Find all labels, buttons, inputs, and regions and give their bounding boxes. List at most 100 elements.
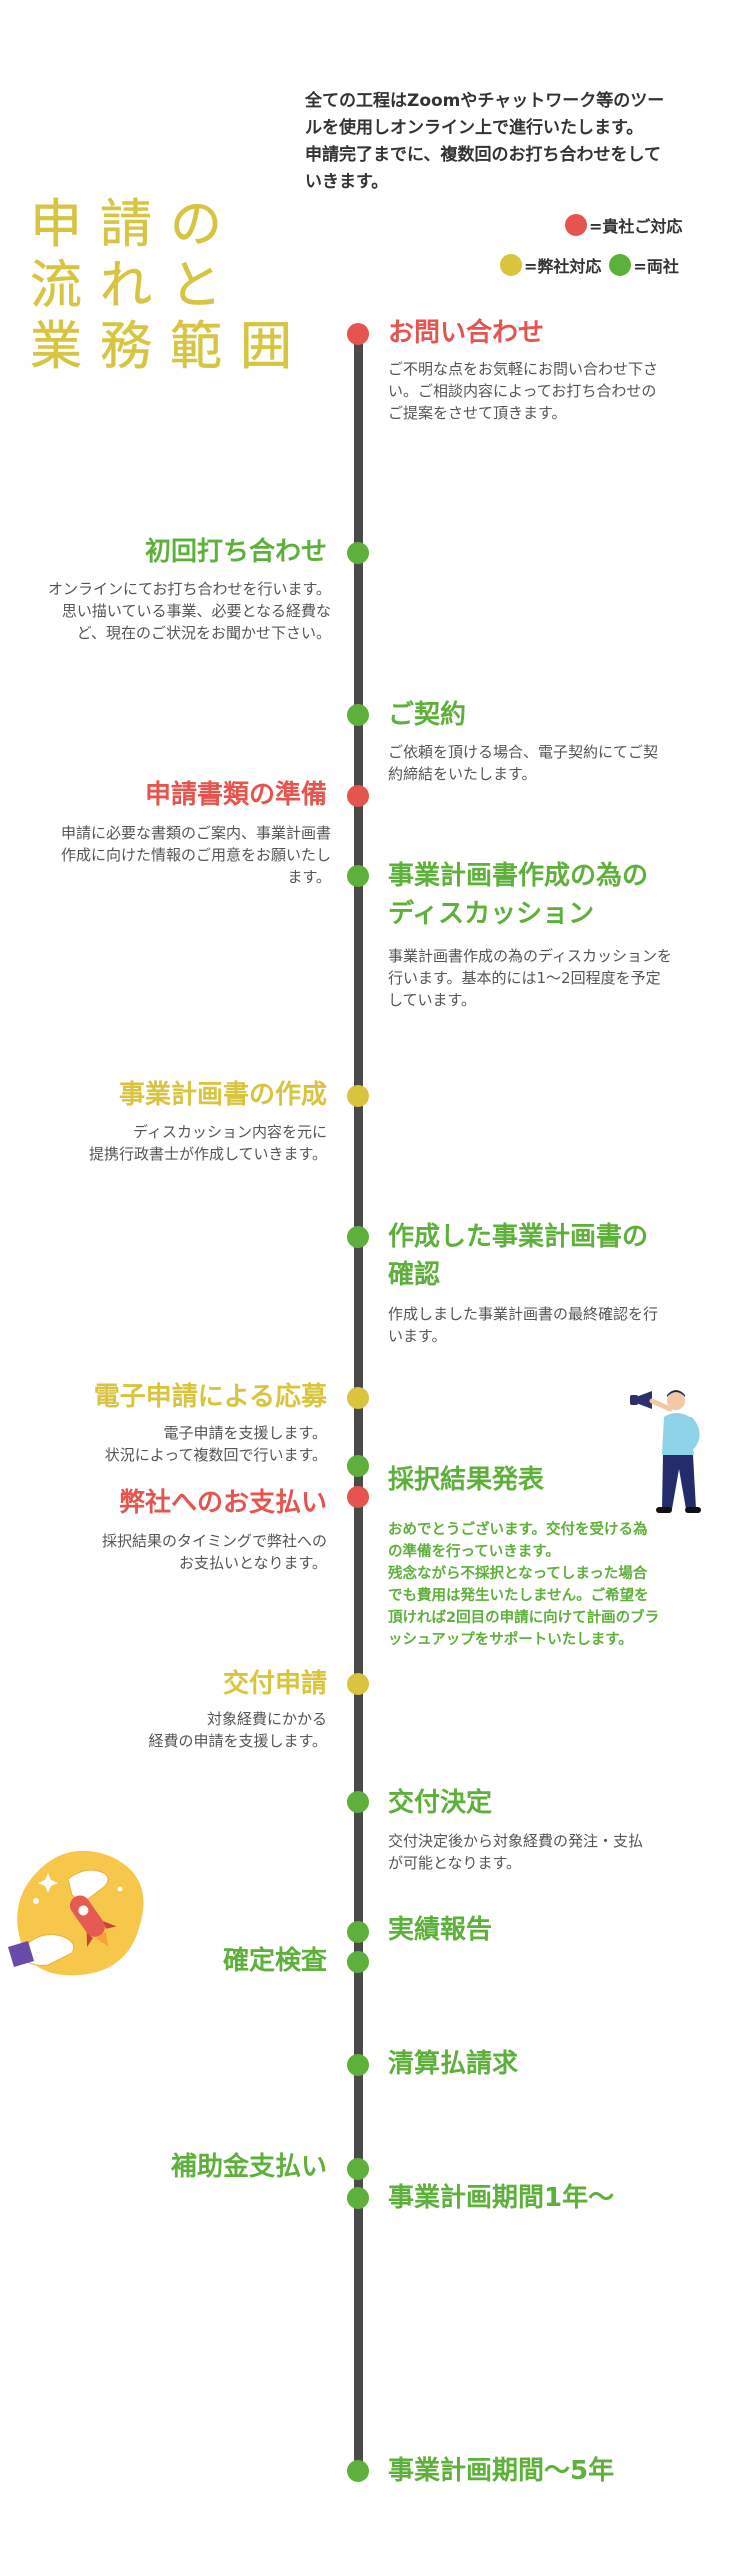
body-line: 事業計画書作成の為のディスカッションを	[388, 947, 672, 965]
step-payment-title: 弊社へのお支払い	[118, 1488, 327, 1518]
body-line: ます。	[287, 868, 331, 886]
timeline-dot-both	[347, 1921, 369, 1943]
timeline-dot-both	[347, 1455, 369, 1477]
step-grant-decision-title: 交付決定	[388, 1788, 493, 1818]
timeline-dot-both	[347, 704, 369, 726]
intro-line: ルを使用しオンライン上で進行いたします。	[305, 118, 644, 138]
legend-client: =貴社ご対応	[565, 213, 682, 237]
step-subsidy-payment-title: 補助金支払い	[170, 2152, 327, 2182]
intro-line: 全ての工程はZoomやチャットワーク等のツー	[305, 91, 665, 111]
step-grant-application-title: 交付申請	[222, 1669, 327, 1699]
title-line: ディスカッション	[388, 899, 595, 929]
timeline-dot-both	[347, 1226, 369, 1248]
timeline-dot-ours	[347, 1085, 369, 1107]
body-line: 対象経費にかかる	[206, 1710, 327, 1728]
timeline-dot-both	[347, 2460, 369, 2482]
body-line: オンラインにてお打ち合わせを行います。	[47, 580, 331, 598]
body-line: 採択結果のタイミングで弊社への	[101, 1532, 327, 1550]
step-plan-review-body: 作成しました事業計画書の最終確認を行 います。	[388, 1303, 718, 1347]
step-documents-body: 申請に必要な書類のご案内、事業計画書 作成に向けた情報のご用意をお願いたし ます…	[11, 822, 331, 888]
body-line: でも費用は発生いたしません。ご希望を	[388, 1588, 649, 1604]
step-result-title: 採択結果発表	[388, 1465, 545, 1495]
body-line: 作成に向けた情報のご用意をお願いたし	[60, 846, 331, 864]
red-dot-icon	[565, 214, 587, 236]
green-dot-icon	[609, 254, 632, 276]
step-e-application-title: 電子申請による応募	[93, 1382, 327, 1412]
body-line: 作成しました事業計画書の最終確認を行	[388, 1305, 659, 1323]
step-result-body: おめでとうございます。交付を受ける為 の準備を行っていきます。 残念ながら不採択…	[388, 1519, 718, 1651]
step-inquiry-title: お問い合わせ	[388, 318, 545, 348]
step-first-meeting-title: 初回打ち合わせ	[144, 537, 327, 567]
rocket-hands-icon	[8, 1850, 144, 1976]
timeline-dot-both	[347, 1791, 369, 1813]
step-documents-title: 申請書類の準備	[144, 780, 327, 810]
step-plan-creation-body: ディスカッション内容を元に 提携行政書士が作成していきます。	[7, 1121, 327, 1165]
step-discussion-body: 事業計画書作成の為のディスカッションを 行います。基本的には1〜2回程度を予定 …	[388, 945, 718, 1011]
body-line: 行います。基本的には1〜2回程度を予定	[388, 969, 661, 987]
title-line: 申請の	[30, 195, 241, 256]
body-line: 思い描いている事業、必要となる経費な	[61, 602, 331, 620]
legend-client-label: =貴社ご対応	[589, 217, 683, 236]
step-e-application-body: 電子申請を支援します。 状況によって複数回で行います。	[7, 1422, 327, 1466]
intro-line: いきます。	[305, 172, 389, 192]
body-line: 提携行政書士が作成していきます。	[88, 1145, 327, 1163]
timeline-dot-both	[347, 865, 369, 887]
body-line: 経費の申請を支援します。	[148, 1732, 327, 1750]
step-grant-decision-body: 交付決定後から対象経費の発注・支払 が可能となります。	[388, 1830, 718, 1874]
timeline-dot-ours	[347, 1387, 369, 1409]
body-line: しています。	[388, 991, 477, 1009]
step-discussion-title: 事業計画書作成の為の ディスカッション	[388, 857, 648, 933]
timeline-dot-both	[347, 2158, 369, 2180]
body-line: 電子申請を支援します。	[163, 1424, 327, 1442]
step-period-end-title: 事業計画期間〜5年	[388, 2456, 615, 2486]
step-settlement-title: 清算払請求	[388, 2049, 519, 2079]
intro-line: 申請完了までに、複数回のお打ち合わせをして	[305, 145, 661, 165]
title-line: 確認	[388, 1260, 441, 1290]
body-line: の準備を行っていきます。	[388, 1544, 560, 1560]
page-title: 申請の 流れと 業務範囲	[30, 195, 310, 378]
legend-ours: =弊社対応 =両社	[500, 253, 679, 277]
timeline-dot-client	[347, 1486, 369, 1508]
timeline-dot-both	[347, 1951, 369, 1973]
step-period-start-title: 事業計画期間1年〜	[388, 2183, 615, 2213]
step-plan-creation-title: 事業計画書の作成	[118, 1080, 327, 1110]
legend-both-label: =両社	[633, 257, 679, 276]
step-payment-body: 採択結果のタイミングで弊社への お支払いとなります。	[7, 1530, 327, 1574]
body-line: おめでとうございます。交付を受ける為	[388, 1522, 648, 1538]
intro-text: 全ての工程はZoomやチャットワーク等のツー ルを使用しオンライン上で進行いたし…	[305, 88, 715, 196]
body-line: ど、現在のご状況をお聞かせ下さい。	[76, 624, 331, 642]
body-line: ご不明な点をお気軽にお問い合わせ下さ	[388, 360, 659, 378]
timeline-dot-both	[347, 2054, 369, 2076]
step-plan-review-title: 作成した事業計画書の 確認	[388, 1218, 648, 1294]
body-line: ッシュアップをサポートいたします。	[388, 1632, 633, 1648]
body-line: が可能となります。	[388, 1854, 522, 1872]
timeline-dot-both	[347, 542, 369, 564]
timeline-dot-both	[347, 2187, 369, 2209]
body-line: 約締結をいたします。	[388, 765, 537, 783]
step-contract-title: ご契約	[388, 700, 467, 730]
timeline-dot-ours	[347, 1673, 369, 1695]
timeline-dot-client	[347, 785, 369, 807]
body-line: 頂ければ2回目の申請に向けて計画のブラ	[388, 1610, 660, 1626]
timeline-dot-client	[347, 323, 369, 345]
yellow-dot-icon	[500, 254, 522, 276]
body-line: お支払いとなります。	[178, 1554, 327, 1572]
body-line: 残念ながら不採択となってしまった場合	[388, 1566, 648, 1582]
title-line: 業務範囲	[30, 317, 311, 378]
body-line: ディスカッション内容を元に	[133, 1123, 327, 1141]
step-first-meeting-body: オンラインにてお打ち合わせを行います。 思い描いている事業、必要となる経費な ど…	[0, 578, 331, 644]
body-line: ご提案をさせて頂きます。	[388, 404, 567, 422]
megaphone-person-icon	[630, 1390, 701, 1513]
body-line: ご依頼を頂ける場合、電子契約にてご契	[388, 743, 659, 761]
legend-ours-label: =弊社対応	[524, 257, 602, 276]
step-contract-body: ご依頼を頂ける場合、電子契約にてご契 約締結をいたします。	[388, 741, 718, 785]
body-line: います。	[388, 1327, 447, 1345]
body-line: 申請に必要な書類のご案内、事業計画書	[60, 824, 331, 842]
step-inspection-title: 確定検査	[222, 1946, 327, 1976]
step-grant-application-body: 対象経費にかかる 経費の申請を支援します。	[7, 1708, 327, 1752]
body-line: い。ご相談内容によってお打ち合わせの	[388, 382, 657, 400]
body-line: 状況によって複数回で行います。	[104, 1446, 327, 1464]
title-line: 事業計画書作成の為の	[388, 861, 649, 891]
title-line: 流れと	[30, 256, 241, 317]
title-line: 作成した事業計画書の	[388, 1222, 649, 1252]
